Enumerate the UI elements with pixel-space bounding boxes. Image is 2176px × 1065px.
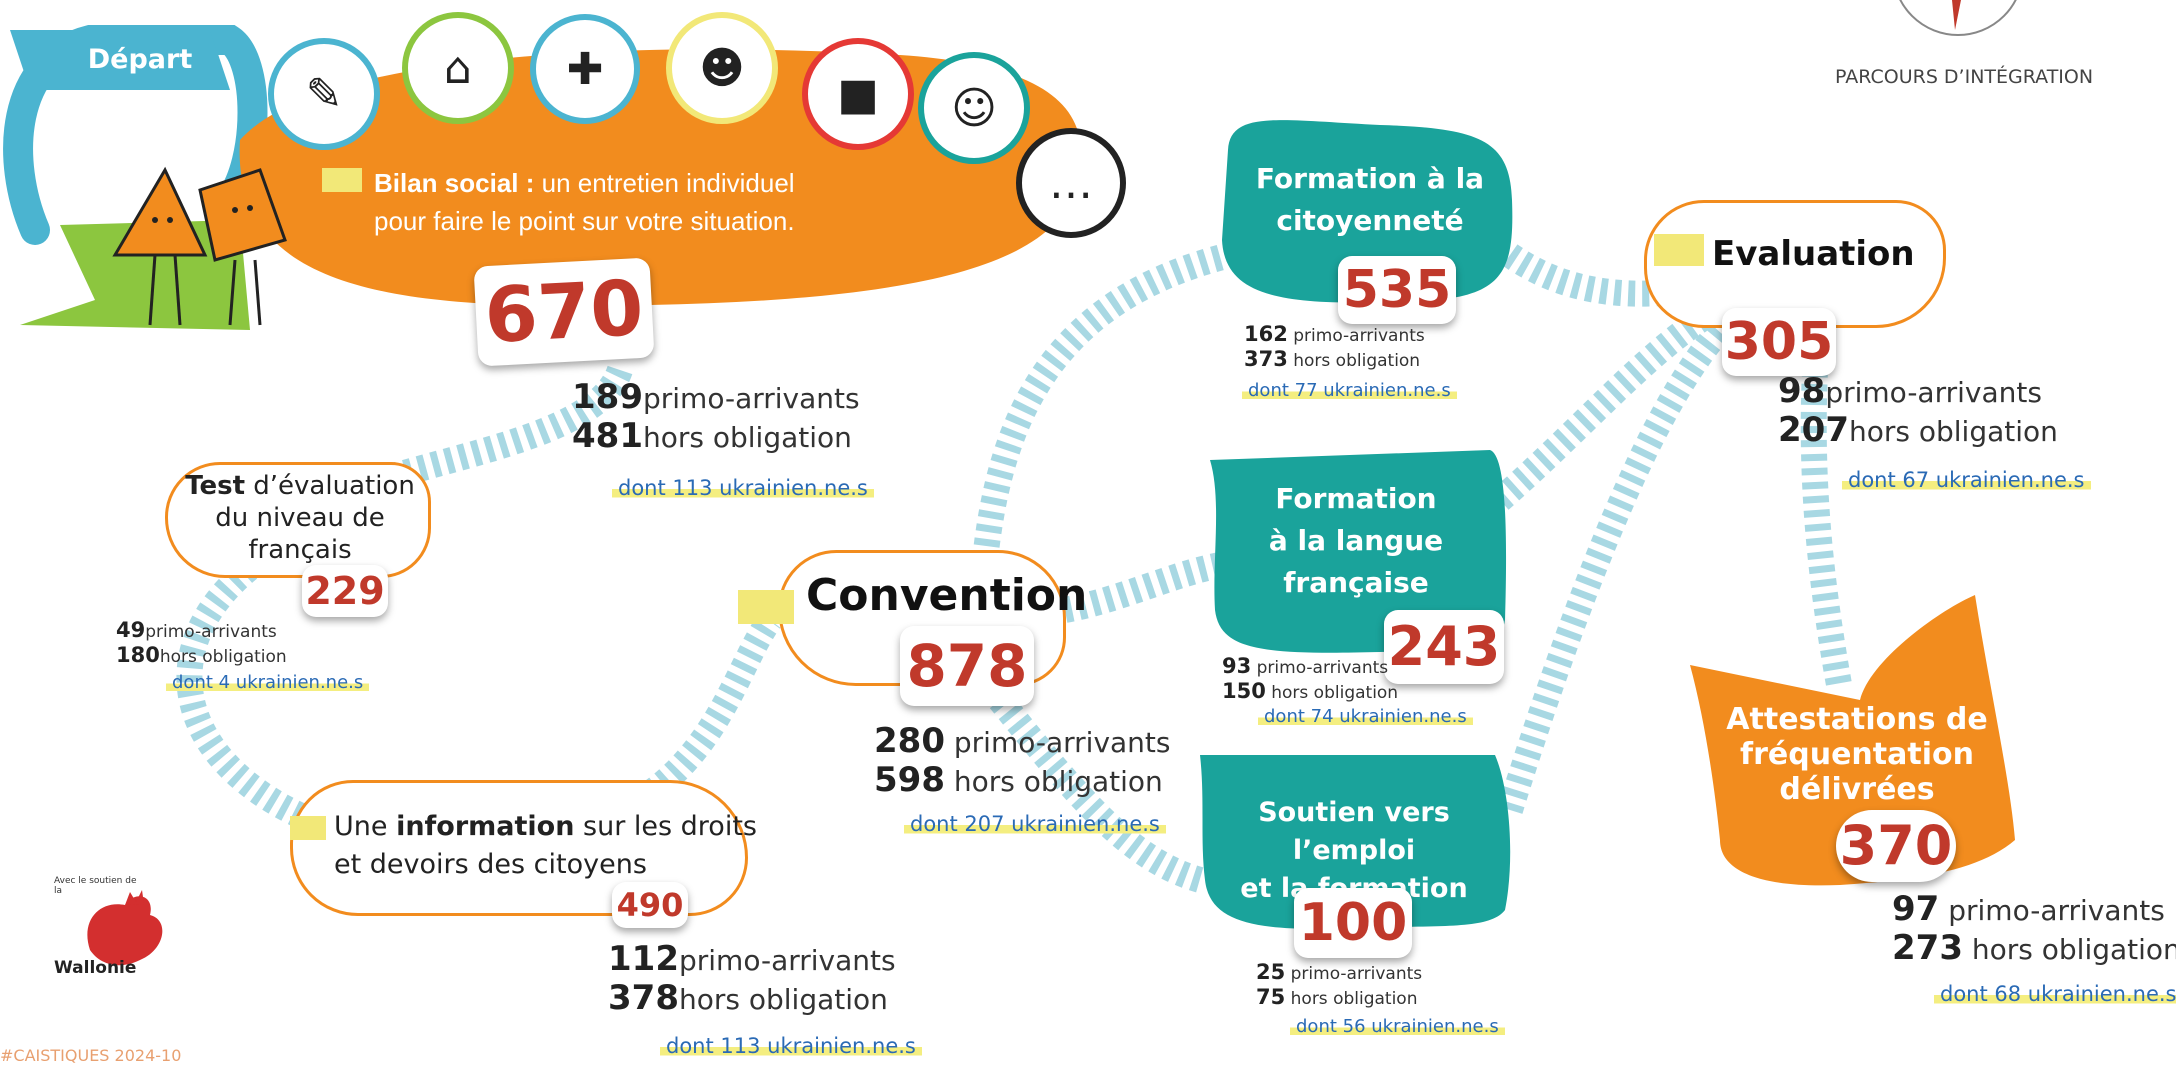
- convention-flag: [738, 590, 794, 624]
- path-emploi-eval: [1497, 321, 1730, 814]
- info-text: Une information sur les droits et devoir…: [334, 811, 757, 880]
- emploi-ukr: dont 56 ukrainien.ne.s: [1290, 1016, 1505, 1037]
- attestations-stats: 97 primo-arrivants 273 hors obligation: [1892, 889, 2176, 969]
- langue-box: [1210, 450, 1507, 653]
- emploi-stats: 25 primo-arrivants 75 hors obligation: [1256, 960, 1423, 1009]
- test-ukr: dont 4 ukrainien.ne.s: [166, 672, 370, 693]
- path-citoyennete-eval: [1502, 244, 1692, 307]
- info-ukr: dont 113 ukrainien.ne.s: [660, 1034, 922, 1058]
- attestations-total: 370: [1836, 810, 1956, 882]
- attestations-ukr: dont 68 ukrainien.ne.s: [1934, 982, 2176, 1006]
- depart-label: Départ: [87, 44, 193, 75]
- emploi-total: 100: [1294, 888, 1412, 958]
- worker-icon: ☻: [666, 12, 778, 124]
- wallonie-rooster: [87, 890, 163, 966]
- evaluation-flag: [1654, 234, 1704, 266]
- footer-tag: #CAISTIQUES 2024-10: [0, 1046, 182, 1065]
- medical-kit-icon: ✚: [530, 14, 640, 124]
- citoyennete-total: 535: [1338, 256, 1456, 324]
- path-info-convention: [632, 612, 781, 812]
- test-stats: 49primo-arrivants 180hors obligation: [116, 618, 287, 667]
- emploi-box: [1200, 755, 1511, 929]
- path-eval-attest: [1800, 369, 1853, 693]
- path-test-info: [176, 549, 316, 832]
- soutien-label: Avec le soutien de la: [54, 876, 137, 896]
- path-convention-langue: [1062, 552, 1223, 623]
- langue-total: 243: [1384, 610, 1504, 684]
- path-bilan-test: [376, 364, 633, 493]
- test-text: Test d’évaluation du niveau de français: [185, 471, 415, 565]
- evaluation-total: 305: [1722, 308, 1836, 376]
- path-convention-citoyennete: [972, 242, 1234, 562]
- bilan-stats: 189primo-arrivants 481hors obligation: [572, 377, 860, 457]
- convention-total: 878: [900, 626, 1034, 706]
- citoyennete-title: Formation à la citoyenneté: [1255, 162, 1485, 237]
- parcours-label: PARCOURS D’INTÉGRATION: [1835, 66, 2094, 88]
- wallonie-label: Wallonie: [54, 958, 137, 978]
- test-total: 229: [302, 565, 388, 617]
- citoyennete-ukr: dont 77 ukrainien.ne.s: [1242, 380, 1457, 401]
- evaluation-stats: 98primo-arrivants 207hors obligation: [1778, 371, 2058, 451]
- citoyennete-stats: 162 primo-arrivants 373 hors obligation: [1244, 322, 1425, 371]
- info-total: 490: [612, 882, 688, 928]
- bilan-text: Bilan social : un entretien individuel p…: [374, 168, 795, 236]
- langue-ukr: dont 74 ukrainien.ne.s: [1258, 706, 1473, 727]
- bilan-flag: [322, 168, 362, 192]
- convention-title: Convention: [806, 570, 1088, 621]
- characters-handshake: [110, 160, 290, 330]
- langue-stats: 93 primo-arrivants 150 hors obligation: [1222, 654, 1399, 703]
- culture-icon: ☺: [918, 52, 1030, 164]
- info-stats: 112primo-arrivants 378hors obligation: [608, 939, 896, 1019]
- info-flag: [290, 816, 326, 840]
- attestations-title: Attestations de fréquentation délivrées: [1726, 702, 1988, 807]
- evaluation-title: Evaluation: [1712, 234, 1915, 274]
- teacher-icon: ✎: [268, 38, 380, 150]
- test-outline: [165, 462, 431, 578]
- path-langue-eval: [1491, 309, 1708, 510]
- langue-title: Formation à la langue française: [1268, 482, 1444, 599]
- evaluation-ukr: dont 67 ukrainien.ne.s: [1842, 468, 2091, 492]
- convention-stats: 280 primo-arrivants 598 hors obligation: [874, 721, 1171, 801]
- bus-icon: ■: [802, 38, 914, 150]
- bilan-total: 670: [473, 257, 655, 367]
- house-icon: ⌂: [402, 12, 514, 124]
- convention-ukr: dont 207 ukrainien.ne.s: [904, 812, 1166, 836]
- bilan-ukr: dont 113 ukrainien.ne.s: [612, 476, 874, 500]
- speech-bubbles-icon: …: [1016, 128, 1126, 238]
